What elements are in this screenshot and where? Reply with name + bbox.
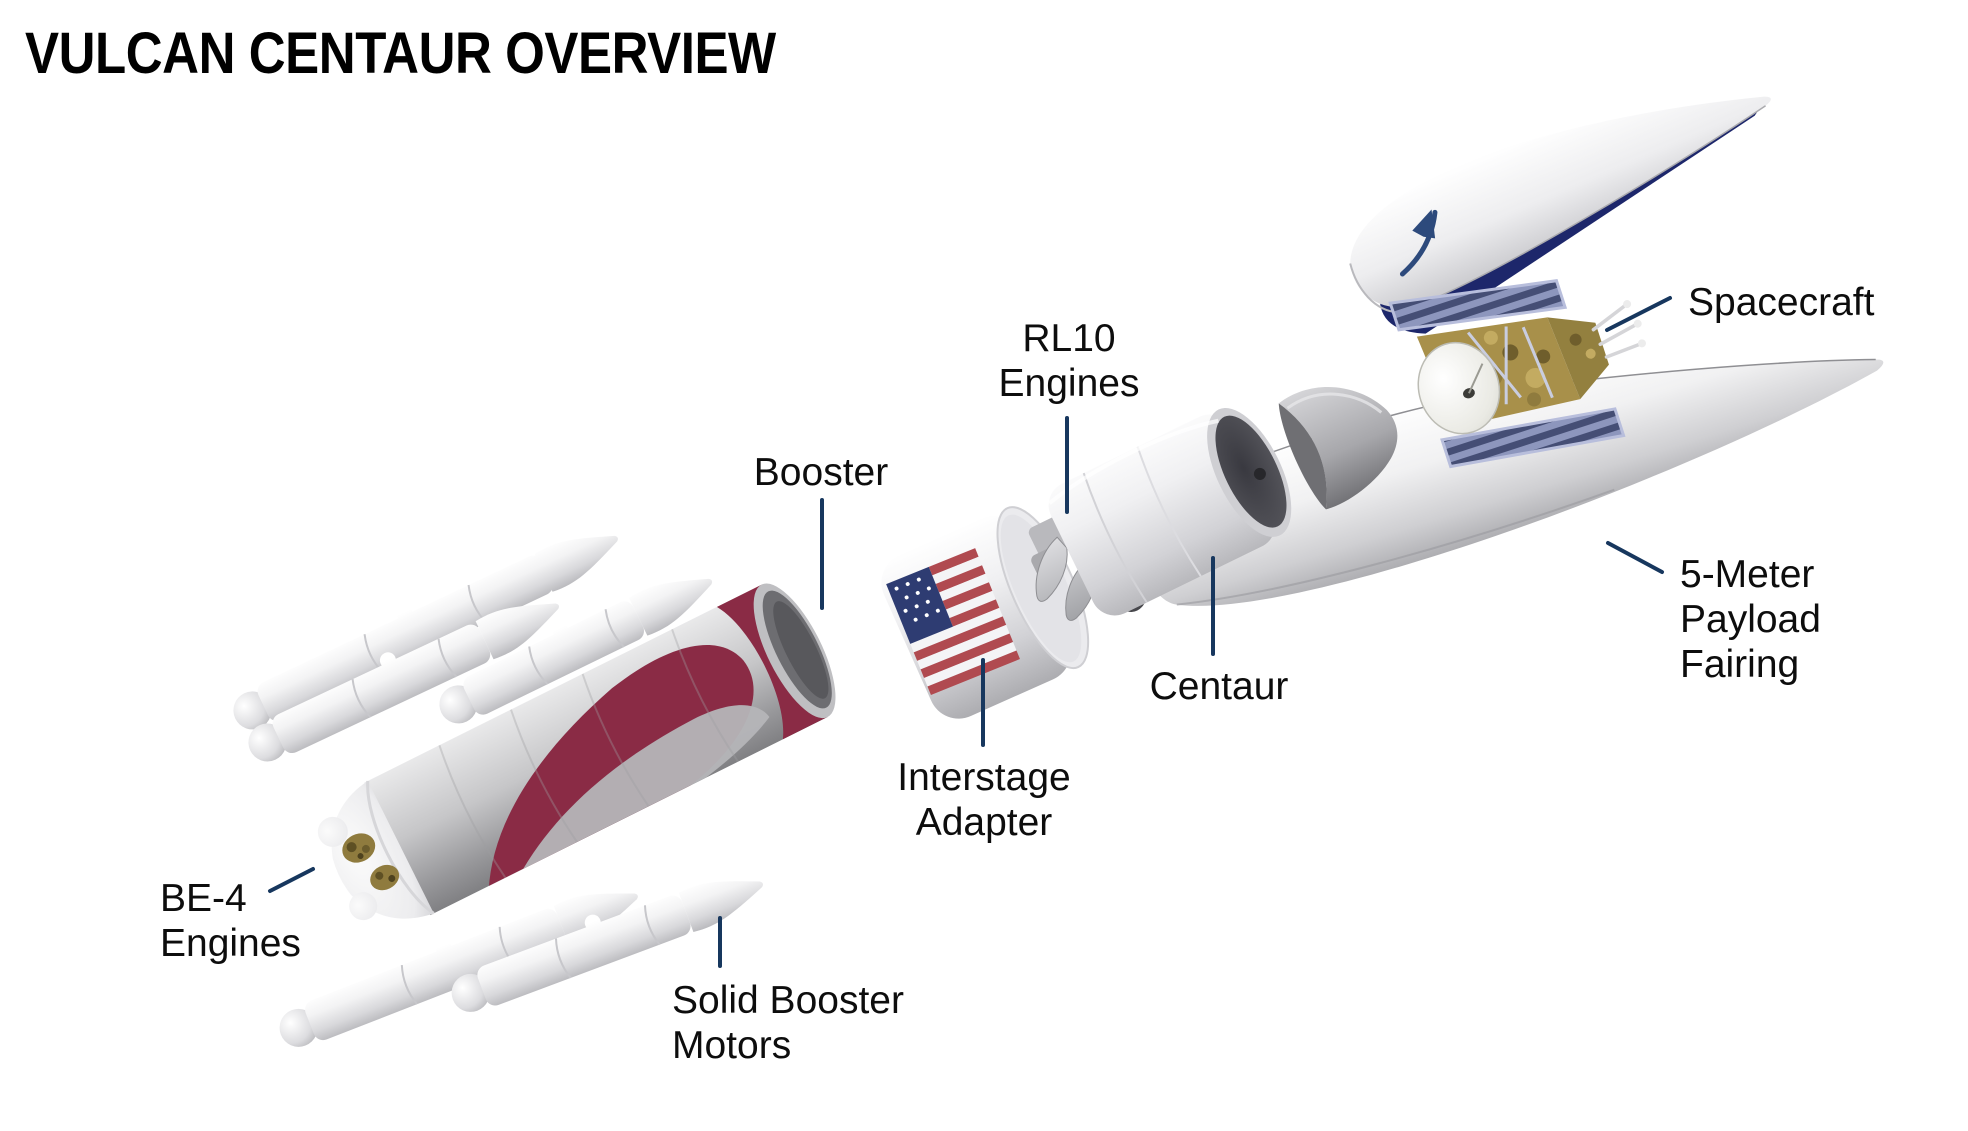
interstage-adapter	[881, 506, 1090, 719]
solid-booster-motor-5	[451, 881, 764, 1012]
leader-lines	[268, 296, 1672, 968]
dish-antenna	[1417, 341, 1501, 435]
label-centaur: Centaur	[1149, 665, 1289, 708]
payload-fairing-upper-half	[1349, 96, 1771, 334]
satellite-truss	[1466, 326, 1554, 405]
label-booster: Booster	[753, 451, 889, 494]
booster-core-stage	[317, 583, 836, 921]
be4-leader-line	[268, 867, 315, 893]
satellite-side-gold	[1547, 317, 1609, 400]
solar-panel-bottom	[1440, 407, 1626, 469]
solid-booster-motor-2	[248, 603, 559, 762]
label-rl10-engines: RL10 Engines	[998, 317, 1140, 405]
solar-panel-top	[1388, 279, 1568, 332]
solid-booster-motor-1	[233, 535, 618, 730]
spacecraft-adapter-cone	[1278, 386, 1398, 510]
label-spacecraft: Spacecraft	[1688, 281, 1875, 324]
fairing-outer-shell	[1350, 96, 1771, 308]
page-title: VULCAN CENTAUR OVERVIEW	[25, 21, 776, 86]
antenna-rods	[1591, 302, 1644, 359]
us-flag-decal	[886, 548, 1020, 696]
label-be4-engines: BE-4 Engines	[160, 877, 301, 965]
fairing-leader-line	[1606, 541, 1664, 574]
ula-logo-mark	[1399, 209, 1438, 277]
label-interstage-adapter: Interstage Adapter	[897, 756, 1071, 844]
be4-engine-nozzles	[342, 833, 400, 891]
label-payload-fairing: 5-Meter Payload Fairing	[1680, 553, 1821, 686]
spacecraft-leader-line	[1605, 296, 1672, 332]
spacecraft-satellite	[1388, 279, 1646, 469]
centaur-upper-stage	[1028, 408, 1292, 621]
solid-booster-motor-3	[439, 578, 713, 724]
booster-aft-dome	[331, 780, 434, 919]
fairing-shell	[1138, 359, 1884, 606]
label-solid-booster-motors: Solid Booster Motors	[672, 979, 904, 1067]
